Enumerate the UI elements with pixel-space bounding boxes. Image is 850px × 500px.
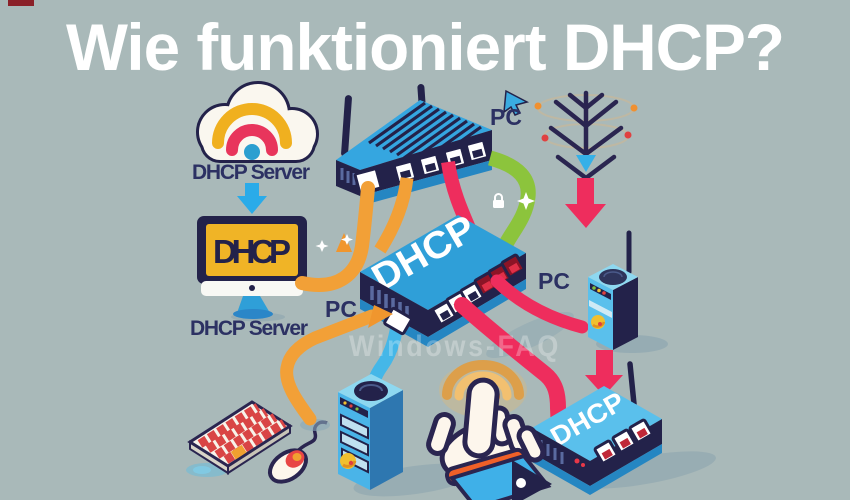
cable-green xyxy=(487,150,536,248)
cable-orange-diagonal xyxy=(280,305,393,431)
pc-label-top: PC xyxy=(490,104,522,130)
pc-label-monitor: PC xyxy=(325,296,357,322)
cable-orange-short xyxy=(374,177,414,254)
page-title: Wie funktioniert DHCP? xyxy=(66,10,784,84)
router-top-icon xyxy=(336,84,492,206)
down-arrow-blue-icon xyxy=(237,183,267,214)
hand-sleeve xyxy=(445,447,552,500)
pc-cursor-icon xyxy=(503,89,530,116)
keyboard-icon xyxy=(187,400,293,475)
router-bottom-icon: DHCP xyxy=(532,361,716,495)
arrow-down-red-2-icon xyxy=(585,350,623,396)
monitor-screen-text: DHCP xyxy=(213,233,291,270)
pc-label-right: PC xyxy=(538,268,570,294)
watermark: Windows-FAQ xyxy=(349,330,561,363)
monitor-icon: DHCP xyxy=(197,216,307,322)
cable-red-to-router xyxy=(454,297,567,436)
cloud-icon xyxy=(196,81,319,163)
lock-icon xyxy=(493,193,504,208)
corner-mark xyxy=(8,0,34,6)
router-bottom-ports xyxy=(593,418,654,465)
hand-cursor-icon xyxy=(426,377,546,482)
cloud-label: DHCP Server xyxy=(192,161,310,184)
server-tower-right-icon xyxy=(588,230,668,353)
cable-red-to-tower xyxy=(490,274,589,334)
sparkle-icon xyxy=(315,234,353,252)
arrow-down-red-icon xyxy=(565,178,606,228)
cable-orange-monitor-router xyxy=(295,181,375,292)
wifi-icon xyxy=(212,103,292,160)
server-tower-bottom-icon xyxy=(338,374,477,497)
monitor-label: DHCP Server xyxy=(190,317,308,340)
sparkle-icon xyxy=(517,192,535,210)
